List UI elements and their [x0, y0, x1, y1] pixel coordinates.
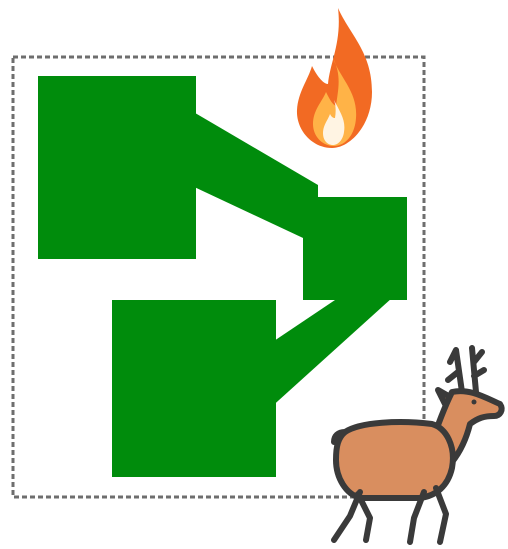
deer-icon: [334, 348, 502, 542]
fire-icon: [297, 8, 372, 148]
node-bottom-left[interactable]: [112, 300, 276, 477]
edge-bottom-left-to-middle-right: [268, 298, 392, 410]
node-top-left[interactable]: [38, 76, 196, 259]
node-middle-right[interactable]: [303, 197, 407, 300]
edge-top-left-to-middle-right: [190, 110, 318, 245]
